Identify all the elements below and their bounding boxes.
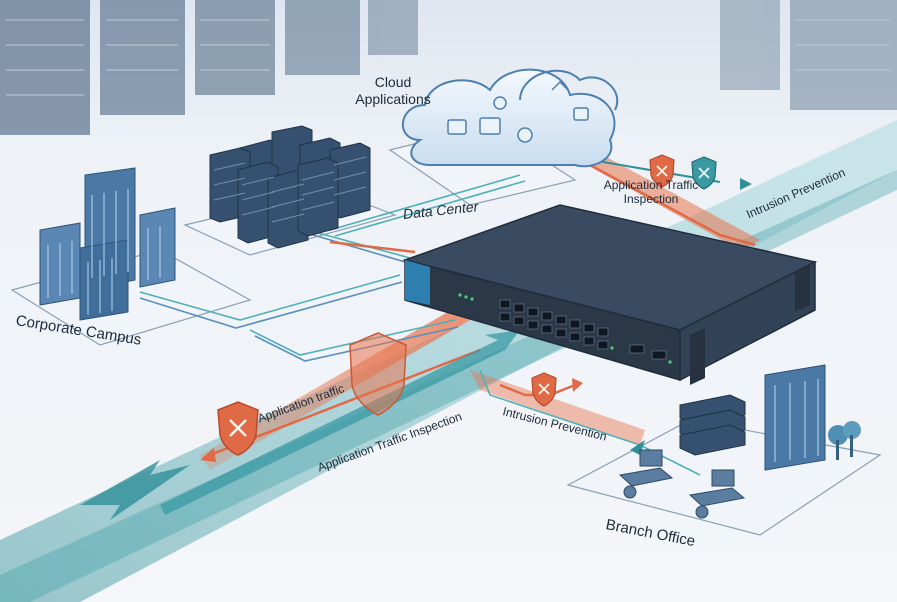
ati-top-line1: Application Traffic <box>603 178 699 192</box>
network-switch <box>402 204 818 385</box>
cloud-label-line2: Applications <box>355 91 431 107</box>
shield-icon-left <box>217 401 259 456</box>
shield-icon-top-teal <box>691 156 717 190</box>
background-racks <box>0 0 897 135</box>
data-center-servers <box>209 125 371 249</box>
app-traffic-inspection-top-label: Application Traffic Inspection <box>596 178 706 206</box>
shield-icon-bottom <box>531 372 557 407</box>
ati-top-line2: Inspection <box>623 192 679 206</box>
shield-icon-top-orange <box>649 154 675 188</box>
arrowheads <box>200 378 583 462</box>
cloud-label-line1: Cloud <box>374 74 412 90</box>
cloud-applications-label: Cloud Applications <box>338 74 448 108</box>
branch-office <box>618 364 861 519</box>
shield-icon-center <box>349 332 407 416</box>
branch-desks <box>618 449 746 519</box>
cloud-icon <box>402 68 619 168</box>
campus-buildings <box>39 167 176 321</box>
trees <box>828 421 861 460</box>
branch-server-icon <box>679 394 746 456</box>
